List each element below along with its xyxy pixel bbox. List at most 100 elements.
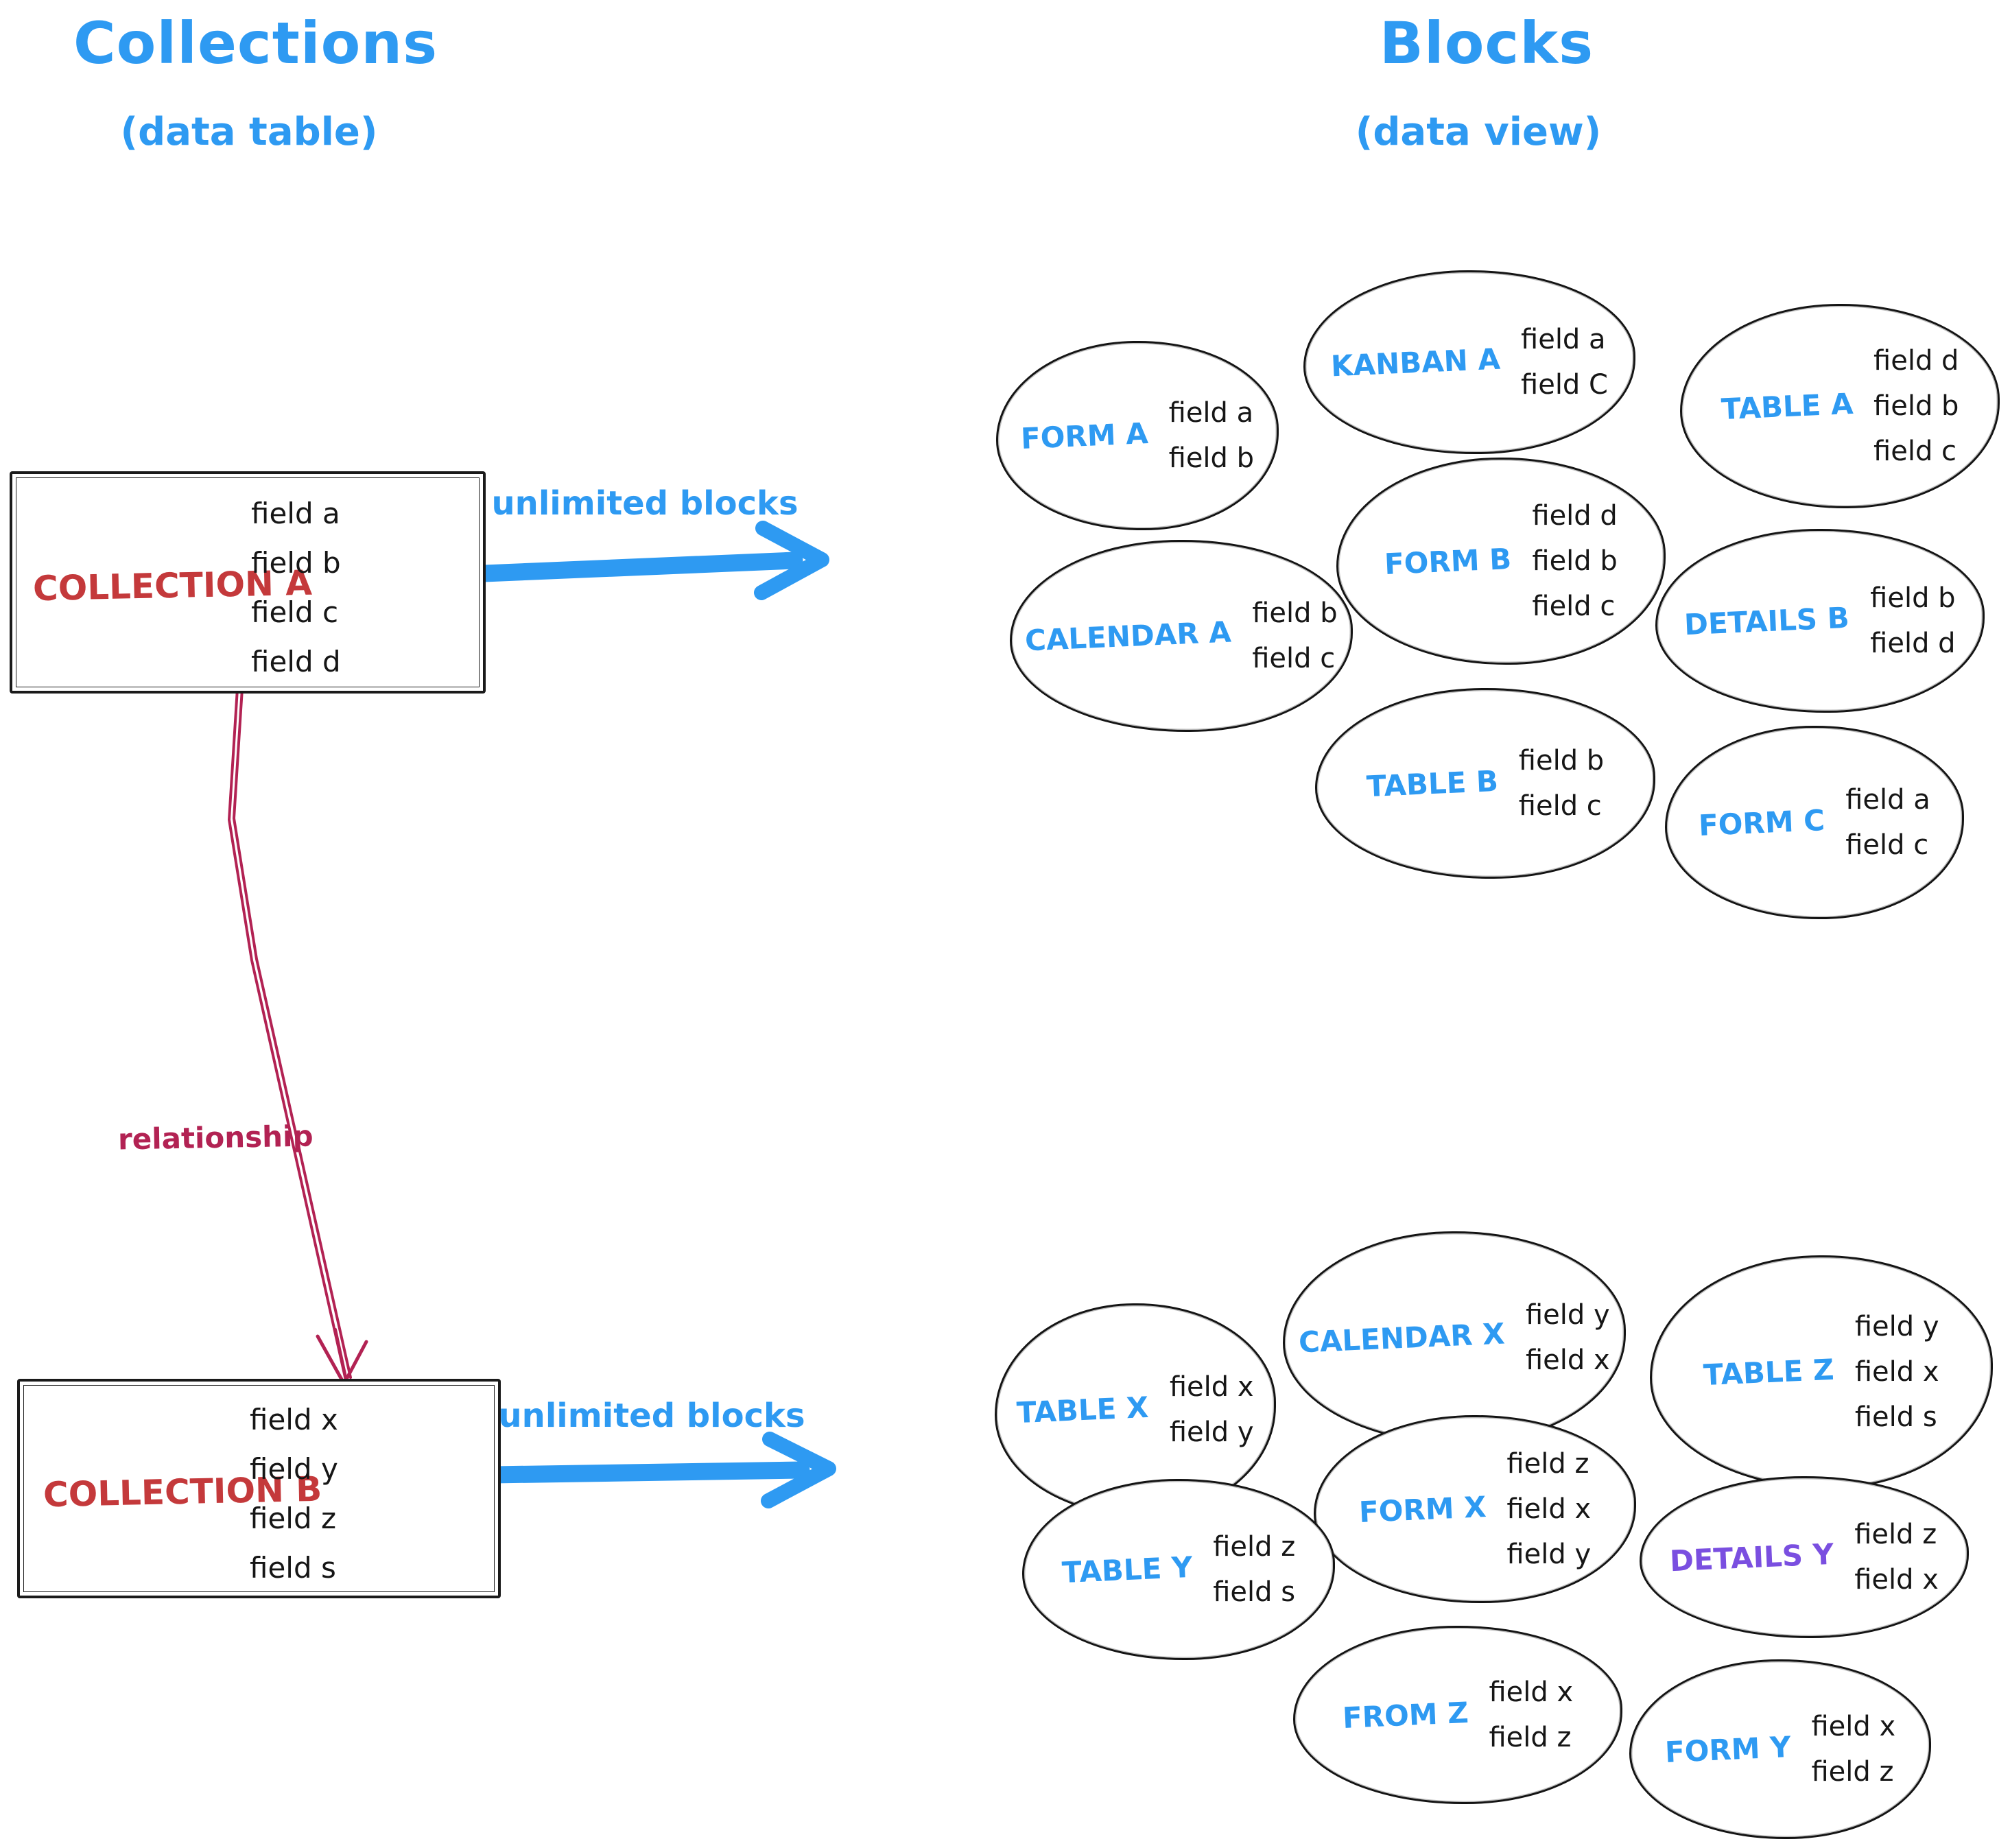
field-item: field y [250, 1452, 338, 1486]
field-item: field c [1532, 591, 1616, 622]
field-item: field s [1854, 1401, 1937, 1433]
field-item: field y [1525, 1299, 1610, 1331]
field-item: field c [1252, 643, 1336, 674]
block-ellipse-from-z: FROM Z field x field z [1293, 1626, 1622, 1804]
field-item: field z [1489, 1722, 1572, 1753]
field-item: field b [1532, 545, 1618, 577]
field-item: field y [1854, 1311, 1939, 1342]
block-label: KANBAN A [1330, 342, 1501, 383]
field-item: field x [1169, 1371, 1254, 1403]
relationship-arrow [228, 687, 368, 1388]
block-ellipse-kanban-a: KANBAN A field a field C [1303, 270, 1635, 454]
block-ellipse-form-a: FORM A field a field b [996, 341, 1279, 530]
block-ellipse-form-y: FORM Y field x field z [1629, 1659, 1931, 1839]
field-item: field b [1518, 745, 1605, 777]
block-label: TABLE X [1016, 1390, 1150, 1430]
blocks-subtitle: (data view) [1355, 110, 1602, 154]
field-item: field x [1811, 1711, 1896, 1742]
arrow-a-label: unlimited blocks [491, 484, 799, 523]
collection-a-fields: field a field b field c field d [251, 489, 341, 687]
arrow-b-shaft [484, 1461, 810, 1484]
relationship-line-1 [228, 687, 347, 1382]
arrow-a-head [754, 521, 829, 600]
block-fields: field b field d [1870, 576, 1955, 666]
block-ellipse-table-x: TABLE X field x field y [995, 1303, 1276, 1516]
field-item: field a [1168, 397, 1254, 429]
block-fields: field z field x field y [1506, 1441, 1591, 1577]
block-label: FORM Y [1664, 1729, 1792, 1769]
block-label: CALENDAR X [1298, 1316, 1506, 1360]
block-ellipse-table-b: TABLE B field b field c [1315, 688, 1655, 879]
block-label: TABLE Z [1703, 1352, 1835, 1392]
relationship-line-2 [233, 687, 352, 1379]
field-item: field c [251, 595, 339, 629]
field-item: field a [251, 497, 340, 530]
block-fields: field a field C [1521, 317, 1608, 407]
unlimited-blocks-arrow-b [484, 1432, 836, 1508]
field-item: field c [1873, 436, 1957, 467]
field-item: field x [1489, 1677, 1574, 1708]
field-item: field d [1870, 628, 1956, 659]
block-label: DETAILS B [1683, 600, 1851, 641]
block-fields: field z field x [1854, 1512, 1939, 1602]
block-label: FORM C [1698, 803, 1826, 842]
block-label: CALENDAR A [1024, 614, 1233, 658]
relationship-label: relationship [117, 1119, 314, 1157]
arrow-b-head [761, 1432, 836, 1508]
block-fields: field b field c [1252, 591, 1337, 681]
block-label: FORM B [1384, 541, 1513, 581]
field-item: field z [1213, 1531, 1296, 1563]
block-label: FORM A [1019, 416, 1149, 455]
field-item: field b [1870, 582, 1956, 614]
field-item: field y [1506, 1539, 1592, 1570]
field-item: field c [1518, 790, 1602, 822]
field-item: field d [1532, 500, 1618, 532]
block-label: FORM X [1358, 1489, 1487, 1529]
block-fields: field a field b [1169, 390, 1254, 481]
block-ellipse-form-b: FORM B field d field b field c [1336, 458, 1666, 665]
field-item: field z [1854, 1519, 1937, 1550]
block-fields: field d field b field c [1532, 493, 1617, 629]
field-item: field x [250, 1403, 338, 1436]
unlimited-blocks-arrow-a [475, 521, 829, 600]
field-item: field c [1845, 829, 1929, 861]
block-label: DETAILS Y [1669, 1537, 1835, 1578]
collections-subtitle: (data table) [120, 110, 378, 154]
block-ellipse-form-x: FORM X field z field x field y [1314, 1415, 1636, 1603]
relationship-arrowhead-mid [334, 1328, 348, 1382]
block-fields: field b field c [1519, 738, 1604, 829]
block-fields: field z field s [1213, 1524, 1295, 1615]
block-label: FROM Z [1341, 1695, 1469, 1735]
arrow-a-shaft [475, 552, 803, 582]
field-item: field x [1854, 1564, 1939, 1596]
field-item: field z [1506, 1448, 1589, 1480]
block-ellipse-calendar-a: CALENDAR A field b field c [1010, 540, 1353, 732]
field-item: field d [251, 645, 341, 678]
collections-title: Collections [73, 10, 438, 77]
arrow-b-label: unlimited blocks [498, 1397, 805, 1435]
field-item: field C [1521, 369, 1608, 401]
blocks-title: Blocks [1379, 10, 1594, 77]
field-item: field y [1169, 1417, 1254, 1448]
field-item: field x [1854, 1356, 1939, 1388]
field-item: field b [1168, 442, 1255, 474]
block-label: TABLE B [1365, 763, 1499, 803]
field-item: field x [1506, 1493, 1592, 1525]
field-item: field b [1873, 390, 1959, 422]
field-item: field b [1252, 597, 1338, 629]
field-item: field a [1521, 324, 1606, 355]
field-item: field z [1811, 1756, 1894, 1788]
field-item: field s [1213, 1576, 1296, 1608]
field-item: field z [250, 1502, 337, 1535]
field-item: field b [251, 546, 341, 580]
